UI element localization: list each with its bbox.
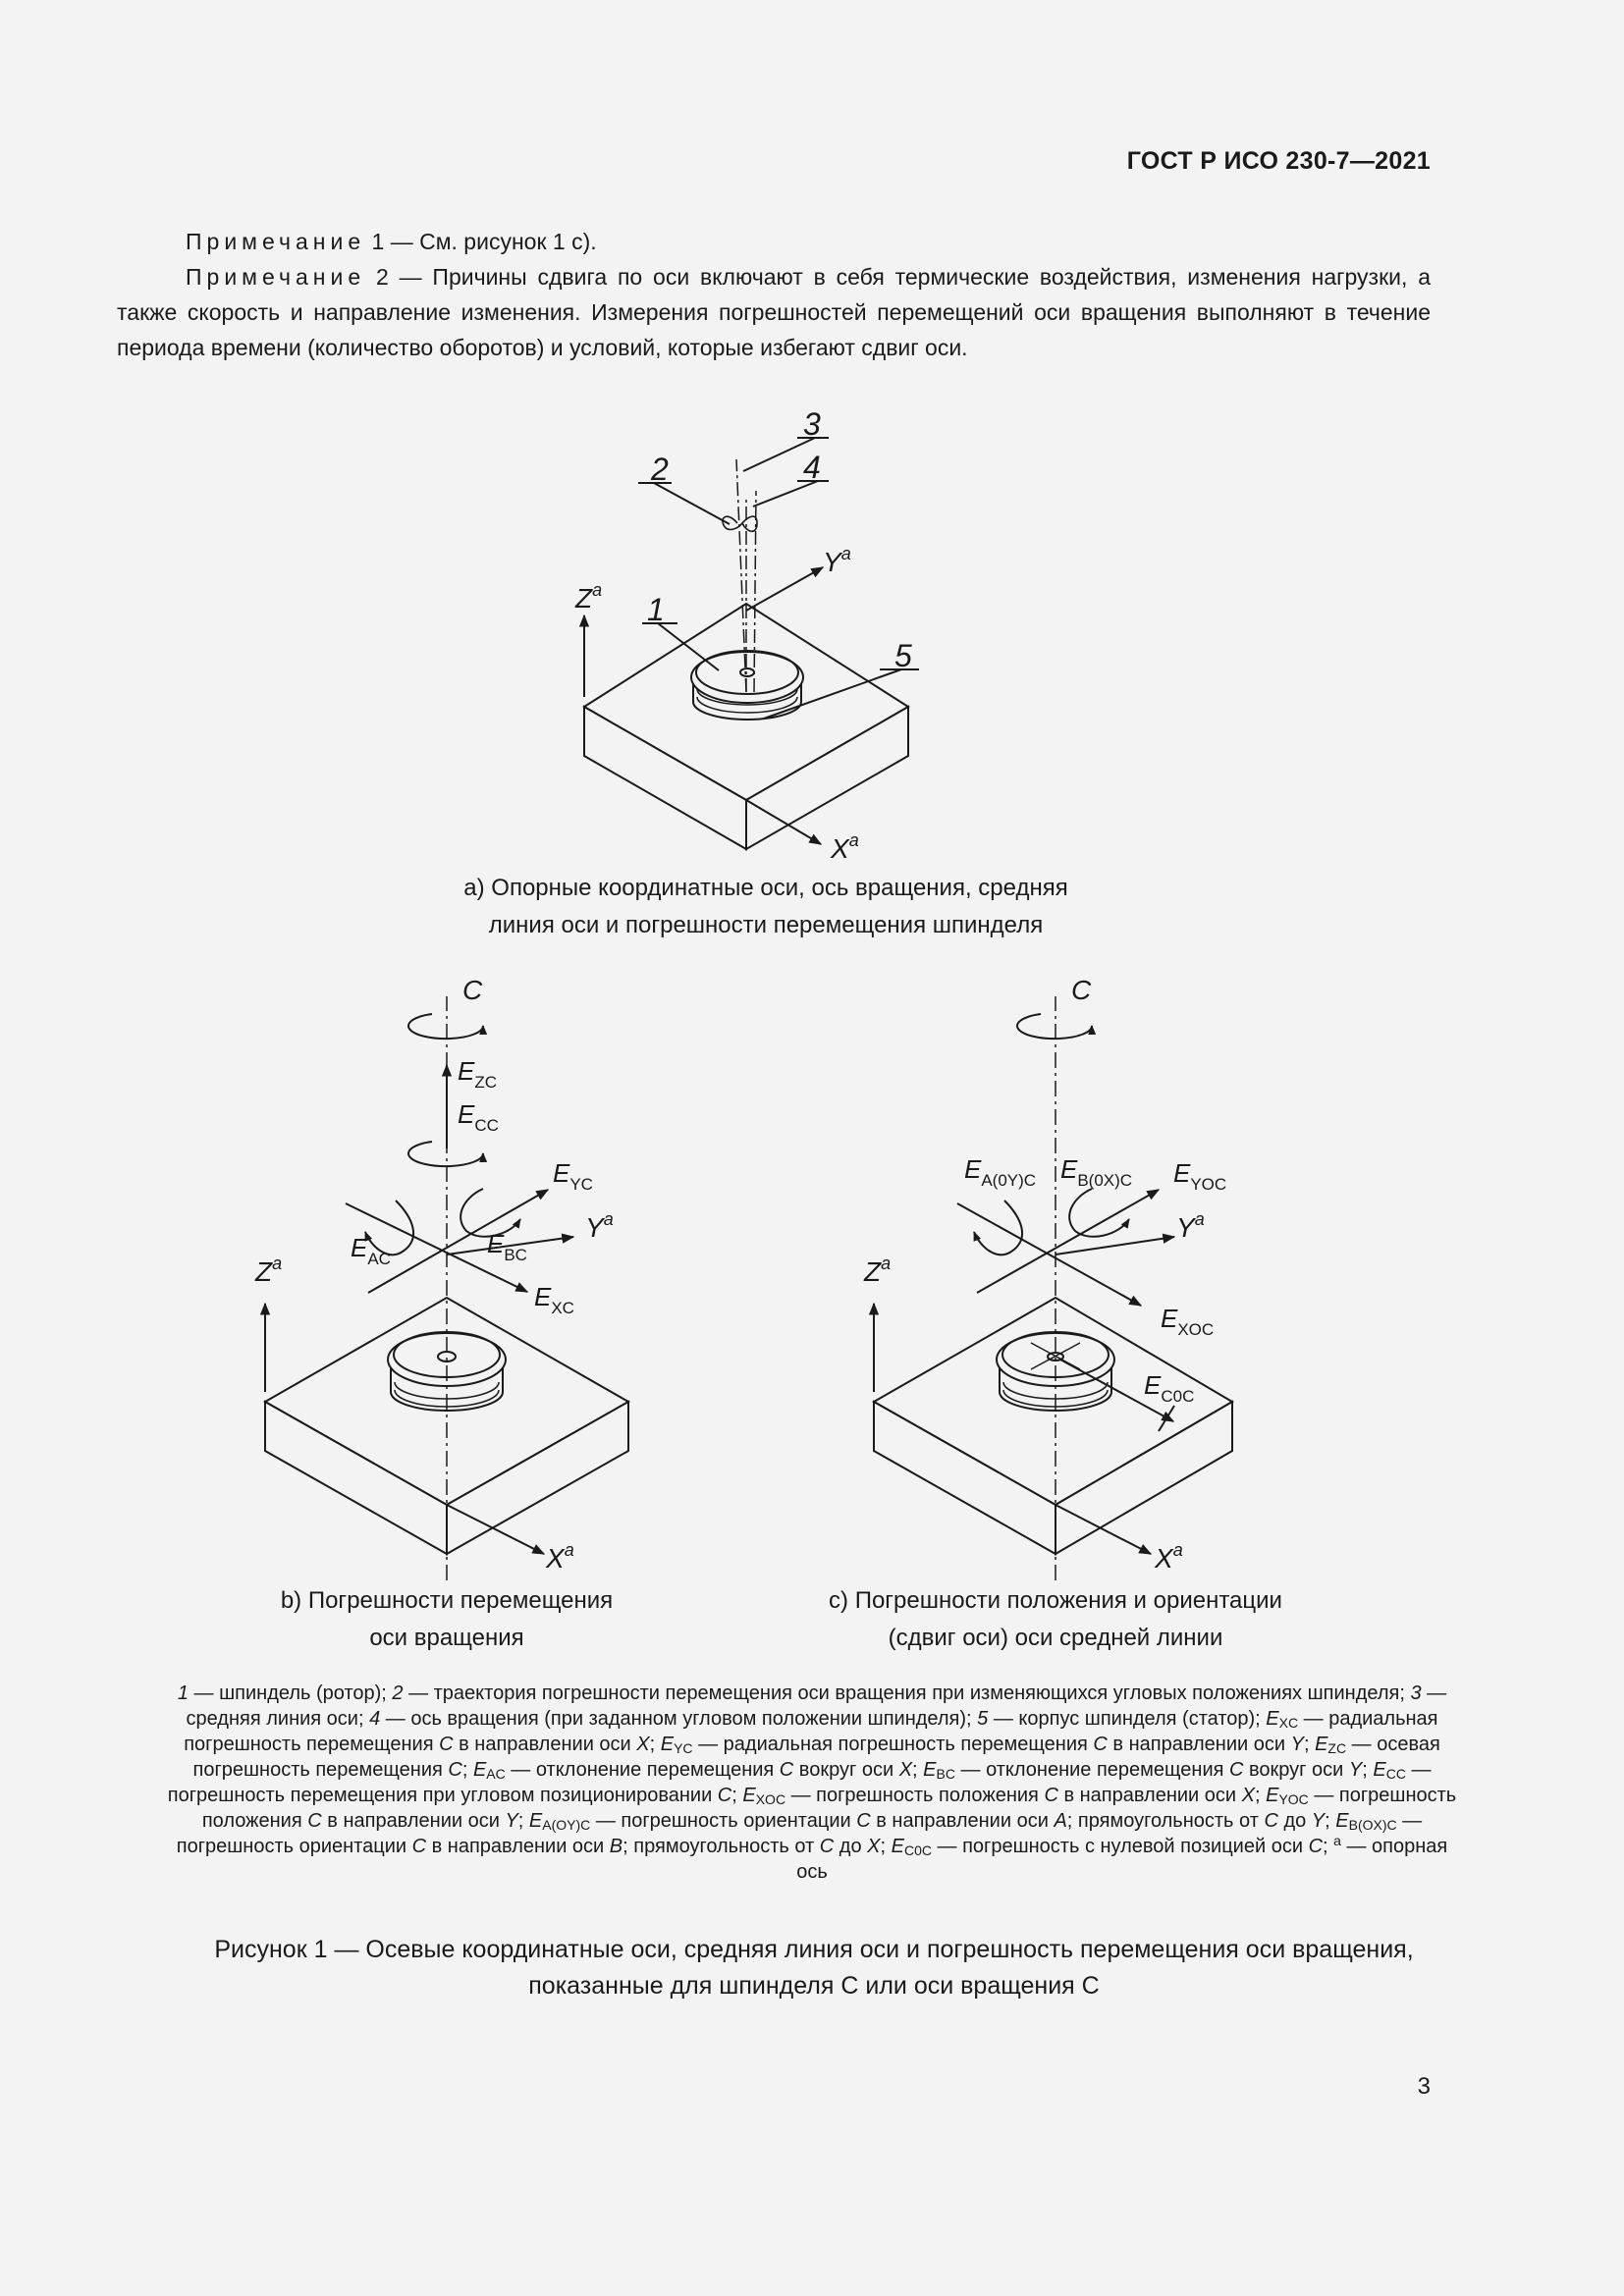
note-1: Примечание 1 — См. рисунок 1 с).	[117, 224, 1431, 259]
fig-c-eyoc-label: EYOC	[1173, 1158, 1226, 1194]
fig-b-x-label: Xa	[545, 1540, 574, 1574]
fig-a-x-axis	[745, 799, 823, 845]
fig-c-x-label: Xa	[1154, 1540, 1183, 1574]
figure-a-caption-line2: линия оси и погрешности перемещения шпин…	[488, 912, 1044, 938]
note-2-text: — Причины сдвига по оси включают в себя …	[117, 264, 1431, 360]
fig-a-block-right	[745, 705, 909, 851]
figure-title-line1: Рисунок 1 — Осевые координатные оси, сре…	[214, 1936, 1414, 1963]
fig-b-y-label: Ya	[585, 1209, 614, 1243]
page-number: 3	[1417, 2073, 1431, 2100]
fig-a-callout-1: 1	[647, 592, 665, 627]
fig-a-leader-2	[653, 482, 731, 525]
fig-c-eb0xc-rotation	[1068, 1188, 1130, 1238]
figure-a-drawing	[578, 437, 919, 851]
fig-b-y-axis	[446, 1233, 575, 1255]
fig-a-spindle	[690, 650, 804, 721]
fig-c-x-axis	[1055, 1504, 1153, 1555]
figure-b-caption: b) Погрешности перемещения оси вращения	[196, 1582, 697, 1657]
fig-c-ec0c-label: EC0C	[1144, 1370, 1194, 1406]
note-1-label: Примечание	[186, 229, 366, 254]
fig-b-exc-label: EXC	[534, 1282, 574, 1317]
fig-a-y-axis	[745, 566, 825, 612]
figure-legend: 1 — шпиндель (ротор); 2 — траектория пог…	[167, 1682, 1457, 1883]
figure-c-caption-line2: (сдвиг оси) оси средней линии	[888, 1625, 1223, 1651]
fig-a-leader-1	[657, 622, 720, 671]
fig-c-z-label: Za	[863, 1254, 891, 1287]
fig-b-c-rotation	[407, 1013, 488, 1041]
fig-b-eac-rotation	[364, 1200, 414, 1256]
fig-a-callout-5: 5	[894, 638, 912, 673]
figure-b-caption-line1: b) Погрешности перемещения	[280, 1587, 614, 1614]
figure-c-drawing	[868, 996, 1234, 1580]
fig-c-c-rotation	[1016, 1013, 1097, 1041]
fig-c-y-label: Ya	[1176, 1209, 1205, 1243]
figure-c-caption-line1: c) Погрешности положения и ориентации	[829, 1587, 1282, 1614]
fig-b-yc-line	[367, 1189, 550, 1294]
fig-c-c-label: C	[1071, 975, 1092, 1005]
fig-b-eac-label: EAC	[351, 1233, 391, 1268]
figure-title-line2: показанные для шпинделя C или оси вращен…	[528, 1972, 1100, 2000]
fig-c-ea0yc-rotation	[973, 1200, 1023, 1256]
fig-c-y-axis	[1055, 1233, 1176, 1255]
fig-b-ecc-label: ECC	[458, 1099, 499, 1135]
fig-b-ecc-rotation	[407, 1141, 488, 1168]
note-1-number: 1	[371, 229, 385, 254]
figure-b-caption-line2: оси вращения	[369, 1625, 524, 1651]
fig-a-leader-5	[763, 668, 902, 720]
fig-b-ezc-label: EZC	[458, 1056, 497, 1092]
note-2-number: 2	[375, 264, 389, 290]
note-2-label: Примечание	[186, 264, 366, 290]
fig-b-ebc-label: EBC	[487, 1229, 527, 1264]
fig-a-leader-4	[752, 480, 819, 507]
fig-c-ec0c-line	[1059, 1359, 1175, 1422]
figure-b-drawing	[259, 996, 631, 1580]
fig-b-x-axis	[446, 1504, 546, 1555]
note-1-text: — См. рисунок 1 с).	[390, 229, 597, 254]
fig-c-yoc-line	[976, 1189, 1161, 1294]
fig-a-axis-line-3	[735, 458, 747, 693]
figure-a-caption: а) Опорные координатные оси, ось вращени…	[373, 870, 1159, 944]
fig-a-y-label: Ya	[823, 544, 851, 577]
notes-block: Примечание 1 — См. рисунок 1 с). Примеча…	[117, 224, 1431, 365]
figure-a-caption-line1: а) Опорные координатные оси, ось вращени…	[463, 875, 1068, 901]
fig-a-callout-2: 2	[650, 452, 669, 487]
fig-b-ebc-rotation	[460, 1188, 521, 1238]
fig-a-axis-line-x	[753, 490, 757, 693]
fig-b-z-label: Za	[254, 1254, 282, 1287]
fig-c-ea0yc-label: EA(0Y)C	[964, 1154, 1036, 1190]
fig-a-x-label: Xa	[830, 830, 859, 864]
fig-a-trajectory-symbol	[722, 515, 758, 533]
fig-b-xc-line	[345, 1202, 529, 1293]
fig-c-xoc-line	[956, 1202, 1143, 1307]
fig-c-eb0xc-label: EB(0X)C	[1060, 1154, 1132, 1190]
fig-b-c-label: C	[462, 975, 483, 1005]
fig-a-z-label: Za	[574, 580, 602, 614]
fig-a-leader-3	[742, 437, 816, 472]
fig-c-ec0c-tick	[1158, 1405, 1175, 1432]
figure-c-caption: c) Погрешности положения и ориентации (с…	[776, 1582, 1335, 1657]
fig-a-callout-4: 4	[803, 450, 821, 485]
fig-c-exoc-label: EXOC	[1161, 1304, 1214, 1339]
note-2: Примечание 2 — Причины сдвига по оси вкл…	[117, 259, 1431, 365]
document-id-header: ГОСТ Р ИСО 230-7—2021	[1126, 147, 1431, 175]
fig-a-callout-3: 3	[803, 406, 821, 442]
figure-title: Рисунок 1 — Осевые координатные оси, сре…	[117, 1932, 1511, 2004]
fig-b-eyc-label: EYC	[553, 1158, 593, 1194]
